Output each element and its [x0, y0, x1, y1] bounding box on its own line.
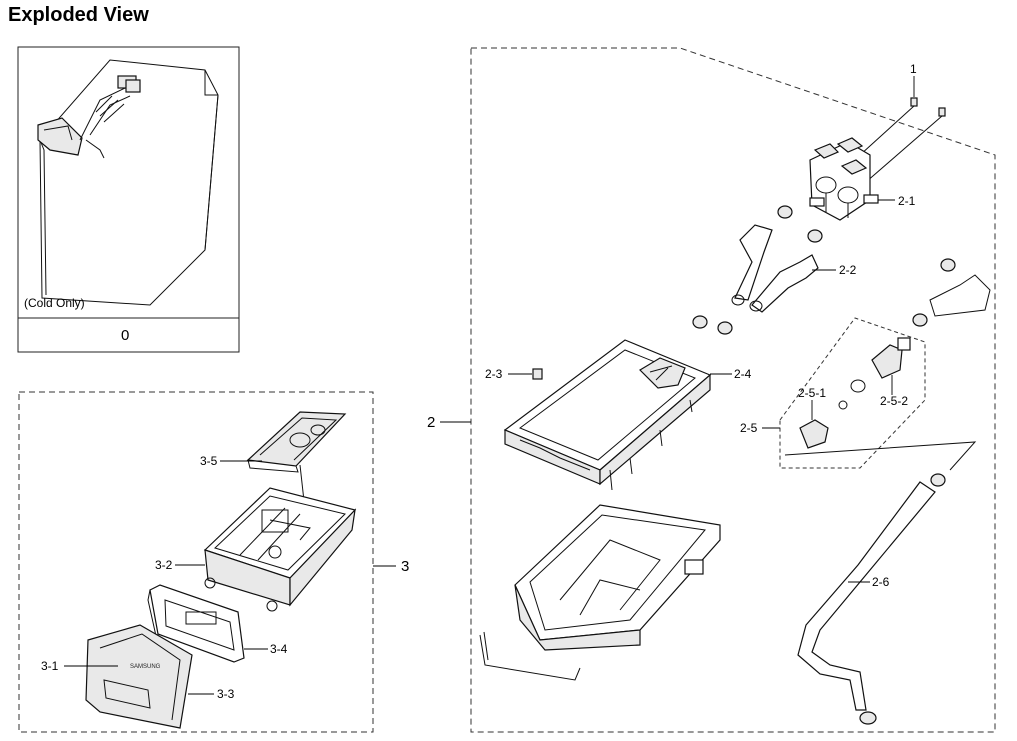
label-2-2: 2-2	[839, 263, 857, 277]
inset-caption: (Cold Only)	[24, 296, 85, 310]
part-2-1-water-valve: 2-1	[809, 137, 916, 221]
part-3-3-drawer-panel: SAMSUNG 3-1 3-3	[41, 624, 235, 729]
group-3-detergent-drawer: 3 3-5 3-2	[18, 391, 409, 733]
label-2-1: 2-1	[898, 194, 916, 208]
page-title: Exploded View	[8, 4, 149, 26]
label-2-5: 2-5	[740, 421, 758, 435]
inset-part-number: 0	[121, 327, 129, 344]
hose-clamps	[692, 205, 956, 725]
part-1-screws: 1	[859, 62, 946, 183]
label-1: 1	[910, 62, 917, 76]
label-3: 3	[401, 558, 409, 575]
part-3-5-softener-cover: 3-5	[200, 411, 347, 473]
part-3-2-drawer-body: 3-2	[155, 487, 357, 612]
label-3-4: 3-4	[270, 642, 288, 656]
label-2: 2	[427, 414, 435, 431]
label-3-2: 3-2	[155, 558, 173, 572]
part-2-5-detergent-pump-assembly: 2-5 2-5-1 2-5-2	[740, 317, 977, 471]
dispenser-housing	[479, 504, 721, 681]
part-2-4-dispenser-cover: 2-4	[503, 339, 752, 491]
label-2-5-1: 2-5-1	[798, 386, 826, 400]
label-2-3: 2-3	[485, 367, 503, 381]
label-3-5: 3-5	[200, 454, 218, 468]
part-2-3-screw: 2-3	[485, 367, 543, 381]
inset-washer-panel: (Cold Only) 0	[17, 46, 240, 353]
part-2-6-hose: 2-6	[797, 481, 936, 711]
washer-cabinet-illustration	[37, 59, 219, 306]
label-2-4: 2-4	[734, 367, 752, 381]
part-2-2-inlet-hoses: 2-2	[731, 224, 991, 317]
label-2-5-2: 2-5-2	[880, 394, 908, 408]
part-3-4-drawer-frame: 3-4	[147, 584, 288, 663]
label-3-1: 3-1	[41, 659, 59, 673]
label-3-3: 3-3	[217, 687, 235, 701]
label-2-6: 2-6	[872, 575, 890, 589]
brand-mark: SAMSUNG	[130, 664, 161, 670]
group-2-dispenser-assembly: 2 1 2-1	[427, 47, 996, 733]
